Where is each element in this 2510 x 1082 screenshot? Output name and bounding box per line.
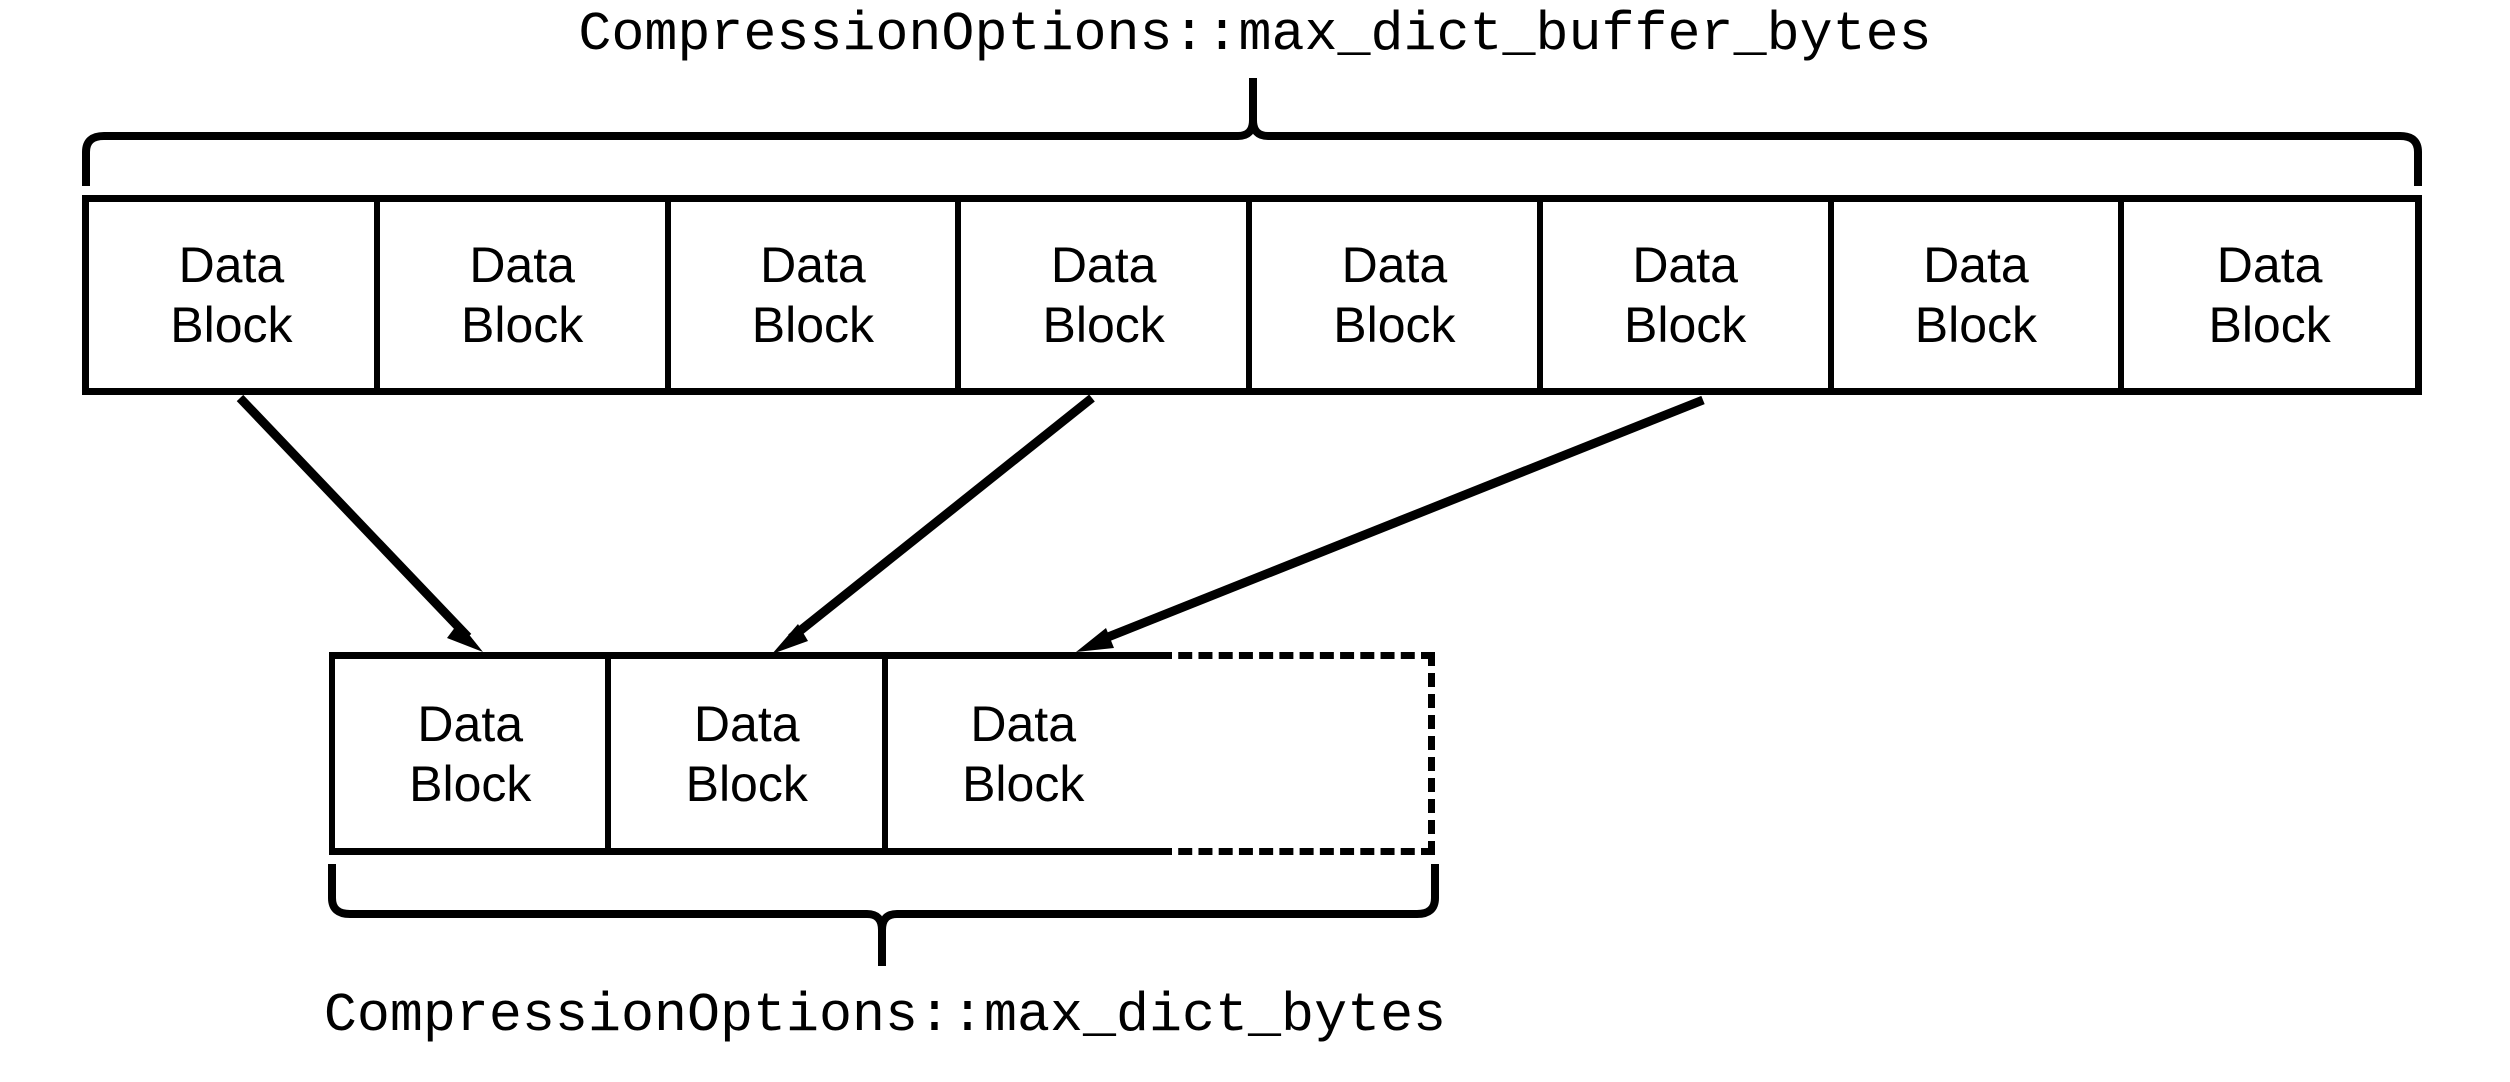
arrow-block4-to-dict2 (772, 394, 1095, 654)
bottom-label-max-dict-bytes: CompressionOptions::max_dict_bytes (323, 984, 1447, 1047)
top-brace (82, 78, 2422, 186)
arrow-block1-to-dict1 (236, 394, 483, 652)
top-data-block-3[interactable]: Data Block (670, 202, 962, 388)
arrow-block6-to-dict3 (1076, 395, 1705, 652)
dict-data-block-3[interactable]: Data Block (881, 652, 1159, 855)
block-label-line2: Block (751, 297, 874, 353)
block-label-line2: Block (1042, 297, 1165, 353)
block-label-line1: Data (970, 695, 1077, 752)
block-label-line1: Data (760, 237, 866, 293)
block-label-line2: Block (1333, 297, 1456, 353)
block-label-line1: Data (1923, 237, 2029, 293)
dict-data-block-1[interactable]: Data Block (329, 652, 606, 855)
top-data-block-4[interactable]: Data Block (961, 202, 1252, 388)
block-label-line1: Data (693, 695, 800, 752)
block-label-line1: Data (469, 237, 575, 293)
block-label-line1: Data (2216, 237, 2323, 293)
top-data-block-7[interactable]: Data Block (1833, 202, 2125, 388)
block-label-line1: Data (1632, 237, 1738, 293)
dict-data-block-2[interactable]: Data Block (605, 652, 882, 855)
block-label-line2: Block (2208, 297, 2331, 353)
bottom-block-row: Data Block Data Block Data Block (329, 652, 1436, 855)
top-label-max-dict-buffer-bytes: CompressionOptions::max_dict_buffer_byte… (578, 3, 1932, 66)
block-label-line2: Block (409, 755, 532, 812)
bottom-brace (328, 864, 1439, 966)
block-label-line2: Block (962, 755, 1085, 812)
block-label-line1: Data (1050, 237, 1157, 293)
block-label-line1: Data (178, 237, 285, 293)
dict-empty-slot[interactable] (1158, 652, 1436, 855)
top-data-block-2[interactable]: Data Block (379, 202, 671, 388)
block-label-line2: Block (1914, 297, 2037, 353)
top-data-block-8[interactable]: Data Block (2124, 202, 2415, 388)
block-label-line2: Block (170, 297, 293, 353)
top-block-row: Data Block Data Block Data Block Data Bl… (82, 195, 2422, 395)
block-label-line2: Block (1623, 297, 1747, 353)
top-data-block-1[interactable]: Data Block (89, 202, 380, 388)
block-label-line1: Data (417, 695, 524, 752)
block-label-line1: Data (1341, 237, 1448, 293)
block-label-line2: Block (460, 297, 584, 353)
top-data-block-5[interactable]: Data Block (1252, 202, 1543, 388)
block-label-line2: Block (685, 755, 808, 812)
top-data-block-6[interactable]: Data Block (1542, 202, 1834, 388)
